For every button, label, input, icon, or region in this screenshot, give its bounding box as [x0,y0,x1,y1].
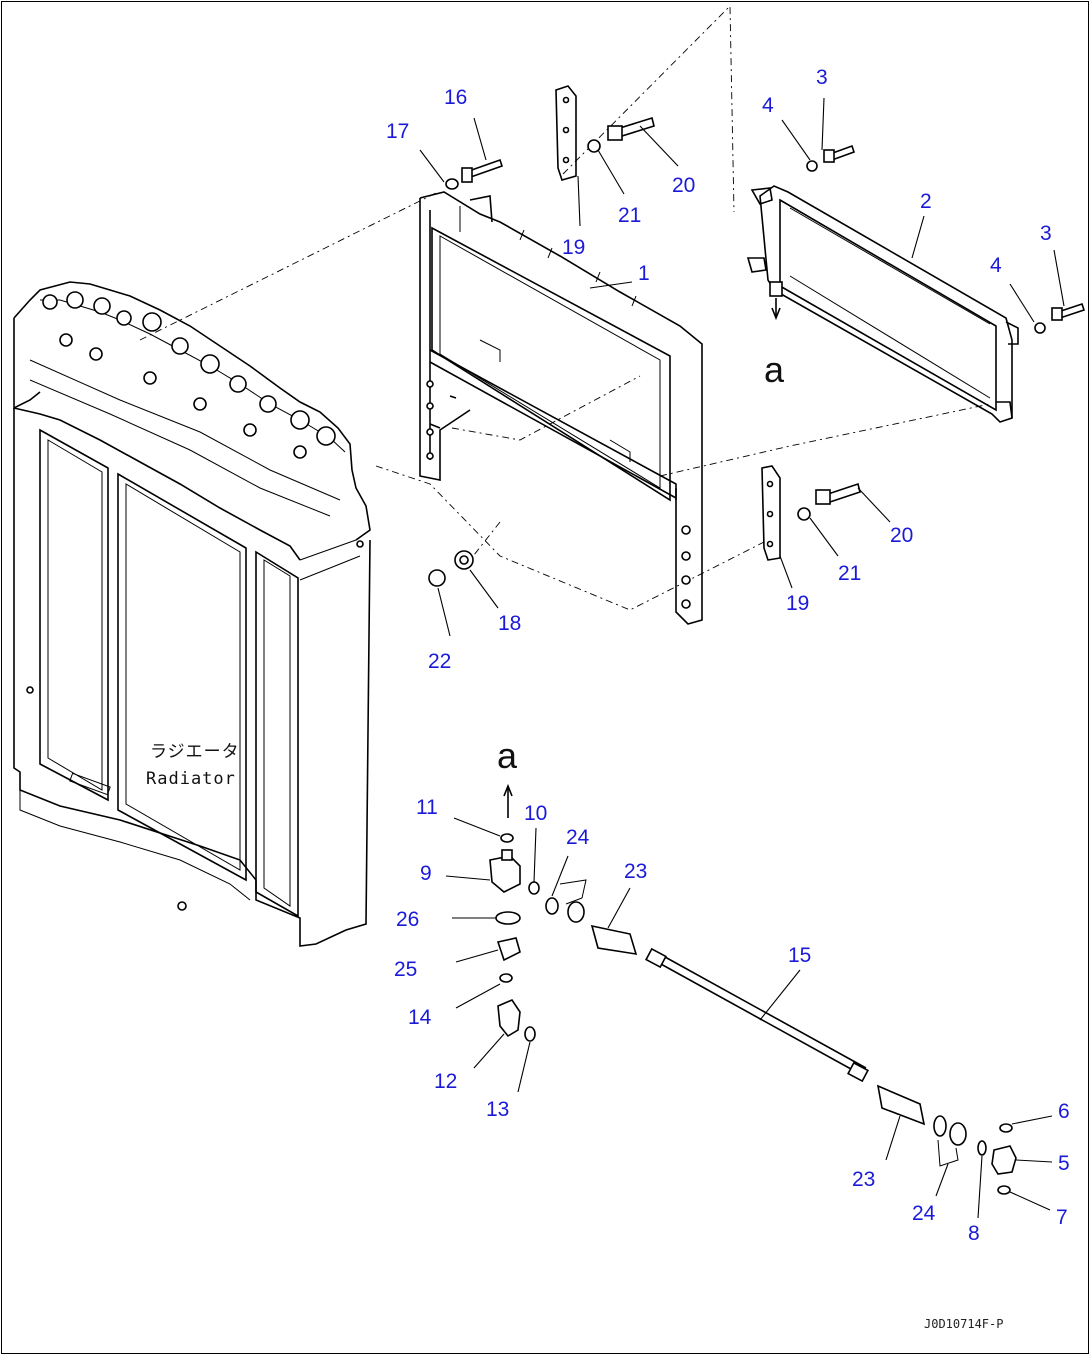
part-number-9: 9 [420,862,432,885]
part-number-13: 13 [486,1098,509,1121]
part-number-11: 11 [416,796,438,819]
part-number-23-lower: 23 [852,1168,875,1191]
drawing-code: J0D10714F-P [924,1317,1003,1331]
part-number-7: 7 [1056,1206,1068,1229]
radiator-label-jp: ラジエータ [150,742,240,762]
part-number-16: 16 [444,86,467,109]
part-number-10: 10 [524,802,547,825]
part-number-3-top: 3 [816,66,828,89]
part-number-18: 18 [498,612,521,635]
radiator-assembly: ラジエータ Radiator [13,281,371,947]
bolts-and-washers [428,116,1086,587]
part-number-22: 22 [428,650,451,673]
leader-lines [419,97,1065,1219]
part-number-26: 26 [396,908,419,931]
part-number-19-upper: 19 [562,236,585,259]
assembly-guide-lines [139,4,991,611]
part-number-8: 8 [968,1222,980,1245]
part-number-25: 25 [394,958,417,981]
part-number-21-lower: 21 [838,562,861,585]
part-19-bracket-lower [761,465,781,561]
part-number-4-right: 4 [990,254,1002,277]
part-number-3-right: 3 [1040,222,1052,245]
reference-a-top: a [764,349,785,390]
hose-assembly [489,783,1017,1195]
part-number-15: 15 [788,944,811,967]
part-number-4-top: 4 [762,94,774,117]
part-number-21-upper: 21 [618,204,641,227]
part-number-5: 5 [1058,1152,1070,1175]
part-number-17: 17 [386,120,409,143]
part-number-6: 6 [1058,1100,1070,1123]
part-number-19-lower: 19 [786,592,809,615]
part-1-shroud-frame [419,191,703,625]
part-number-labels: 1 2 3 3 4 4 5 6 7 8 9 10 11 12 13 14 15 … [386,66,1070,1245]
part-number-1: 1 [638,262,650,285]
part-number-24-upper: 24 [566,826,590,849]
part-number-12: 12 [434,1070,457,1093]
radiator-label-en: Radiator [146,769,236,789]
part-2-cooler [746,185,1019,423]
part-number-20-upper: 20 [672,174,695,197]
part-number-20-lower: 20 [890,524,913,547]
part-number-2: 2 [920,190,932,213]
part-number-14: 14 [408,1006,432,1029]
reference-a-bottom: a [497,735,518,776]
part-number-24-lower: 24 [912,1202,936,1225]
part-19-bracket-upper [555,85,577,181]
part-number-23-upper: 23 [624,860,647,883]
